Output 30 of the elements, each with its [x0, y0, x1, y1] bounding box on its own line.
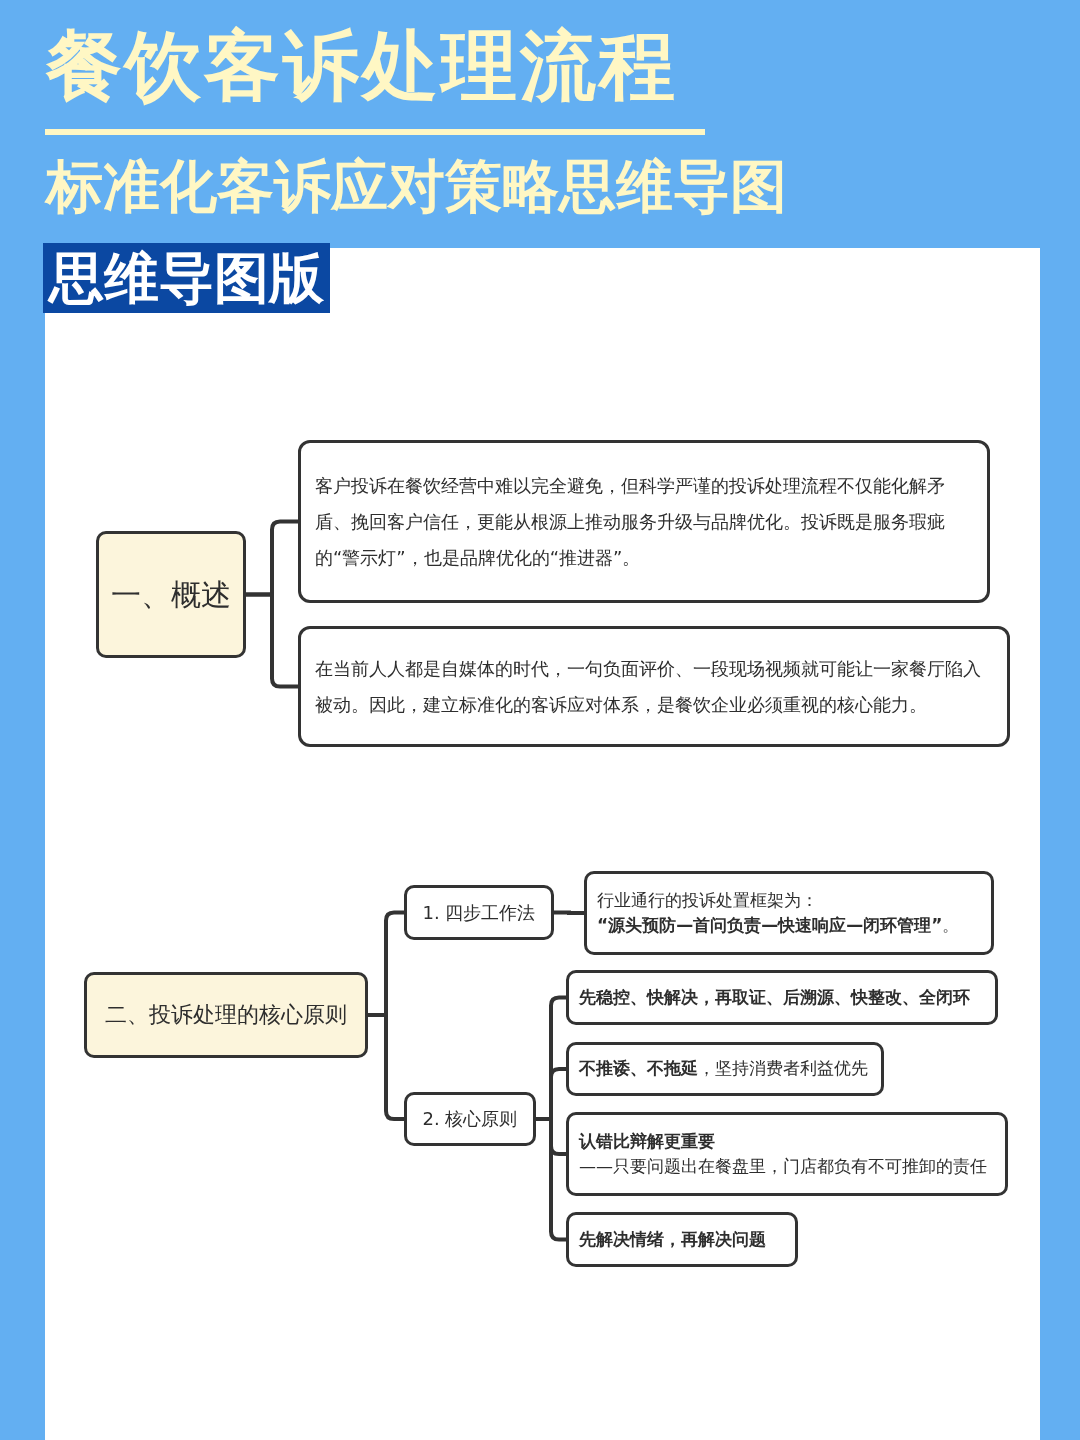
node-text: 行业通行的投诉处置框架为：: [597, 888, 818, 912]
node-text: 在当前人人都是自媒体的时代，一句负面评价、一段现场视频就可能让一家餐厅陷入被动。因此，建立标准化的客诉应对体系，是餐饮企业必须重视的核心能力。: [315, 656, 982, 717]
node-text: 客户投诉在餐饮经营中难以完全避免，但科学严谨的投诉处理流程不仅能化解矛盾、挽回客户信任，更能从根源上推动服务升级与品牌优化。投诉既是服务瑕疵的“警示灯”，也是品牌优化的“推进器”。: [315, 473, 946, 570]
node-text: 认错比辩解更重要: [579, 1129, 715, 1153]
node-text: 先解决情绪，再解决问题: [579, 1227, 766, 1251]
text-box: [566, 1212, 798, 1267]
text-box: [566, 1112, 1008, 1196]
node-text: 2. 核心原则: [422, 1107, 518, 1131]
version-tag: 思维导图版: [43, 243, 330, 313]
connector-line: [554, 910, 584, 915]
node-text: 1. 四步工作法: [422, 900, 536, 925]
topic-box: [84, 972, 368, 1058]
node-text: 不推诿、不拖延，坚持消费者利益优先: [579, 1057, 868, 1081]
subtitle-text: 标准化客诉应对策略思维导图: [46, 154, 787, 220]
text-box: [566, 1042, 884, 1096]
node-text: 先稳控、快解决，再取证、后溯源、快整改、全闭环: [579, 985, 970, 1009]
node-text: ——只要问题出在餐盘里，门店都负有不可推卸的责任: [579, 1155, 987, 1178]
connector-line: [536, 1117, 566, 1242]
topic-box: [96, 531, 246, 658]
text-box: [584, 871, 994, 955]
subtopic-box: [404, 885, 554, 940]
subtopic-box: [404, 1092, 536, 1146]
node-text: 一、概述: [111, 576, 231, 614]
connector-line: [368, 1013, 404, 1121]
title-text: 餐饮客诉处理流程: [46, 20, 678, 112]
node-text: “源头预防—首问负责—快速响应—闭环管理”。: [597, 914, 960, 937]
text-box: [298, 440, 990, 603]
text-box: [566, 970, 998, 1025]
node-text: 二、投诉处理的核心原则: [105, 1000, 347, 1029]
text-box: [298, 626, 1010, 747]
